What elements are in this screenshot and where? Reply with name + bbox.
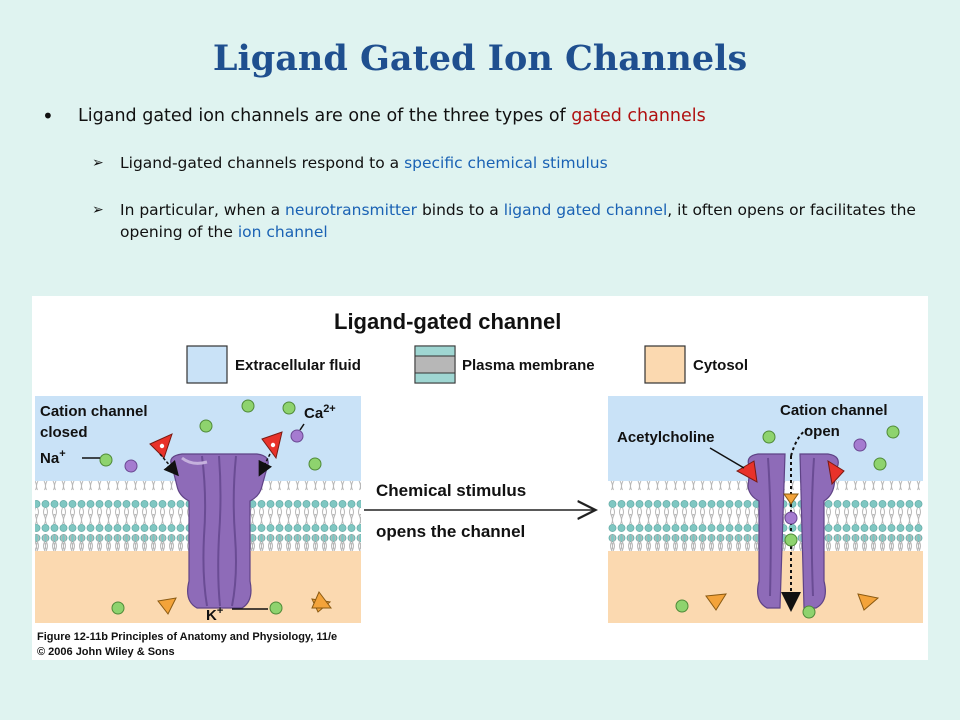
ligand-gated-channel-figure: Ligand-gated channel Extracellular fluid… (32, 296, 928, 660)
open-label-line1: Cation channel (780, 402, 888, 419)
open-channel-protein (747, 453, 839, 609)
legend-swatch-membrane (414, 345, 456, 384)
stimulus-arrow-group: Chemical stimulus opens the channel (364, 481, 594, 541)
ca-ion (124, 459, 138, 473)
k-ion-triangle (857, 593, 880, 611)
subpoint-2-segment: ligand gated channel (503, 201, 668, 219)
acetylcholine-leader-line (709, 447, 745, 469)
subpoint-2-segment: In particular, when a (120, 201, 286, 219)
k-ion (269, 601, 283, 615)
na-ion (282, 401, 296, 415)
ca-text: Ca (304, 405, 324, 422)
closed-label-line1: Cation channel (40, 403, 148, 420)
na-text: Na (40, 450, 60, 467)
figure-svg: Ligand-gated channel Extracellular fluid… (35, 309, 923, 658)
stimulus-line1: Chemical stimulus (376, 481, 526, 500)
subpoint-2-segment: neurotransmitter (285, 201, 418, 219)
na-charge: + (59, 448, 65, 460)
k-label: K+ (206, 605, 223, 624)
k-text: K (206, 607, 217, 624)
na-ion (873, 457, 887, 471)
subpoint-2-segment: binds to a (417, 201, 504, 219)
stimulus-line2: opens the channel (376, 522, 525, 541)
subpoint-2-segment: ion channel (237, 223, 328, 241)
subpoint-2-text: In particular, when a neurotransmitter b… (120, 199, 922, 243)
subpoint-2-segment: , it often opens or facilitates the open… (120, 201, 916, 241)
na-label: Na+ (40, 448, 66, 467)
ca-leader-line (299, 423, 305, 431)
subpoint-2: ➢ In particular, when a neurotransmitter… (92, 199, 922, 243)
na-ion-in-pore (784, 533, 798, 547)
na-ion (762, 430, 776, 444)
open-channel-panel: Cation channel open Acetylcholine (608, 396, 923, 623)
legend-label-membrane: Plasma membrane (462, 357, 595, 374)
acetylcholine-ligand-left-1 (149, 433, 179, 477)
k-ion-triangle (157, 597, 177, 615)
arrow-bullet-icon: ➢ (92, 202, 104, 218)
figure-caption: Figure 12-11b Principles of Anatomy and … (37, 631, 337, 643)
legend: Extracellular fluid Plasma membrane Cyto… (186, 345, 748, 384)
k-ion (111, 601, 125, 615)
k-charge: + (217, 605, 223, 617)
na-ion (199, 419, 213, 433)
ca-ion (853, 438, 867, 452)
legend-swatch-extracellular (186, 345, 228, 384)
main-bullet-text: Ligand gated ion channels are one of the… (78, 106, 706, 126)
k-ion (675, 599, 689, 613)
na-ion (241, 399, 255, 413)
closed-label-line2: closed (40, 424, 88, 441)
legend-swatch-cytosol (644, 345, 686, 384)
legend-label-extracellular: Extracellular fluid (235, 357, 361, 374)
closed-channel-panel: Cation channel closed Na+ Ca2+ K+ (35, 396, 361, 624)
closed-channel-protein (170, 453, 269, 609)
bound-acetylcholine-1 (735, 460, 758, 483)
subpoint-1-segment: Ligand-gated channels respond to a (120, 154, 405, 172)
ca-ion-in-pore (784, 511, 798, 525)
open-label-line2: open (804, 423, 840, 440)
bullet-text: Ligand gated ion channels are one of the… (78, 106, 572, 126)
ion-flow-arrow-top (790, 427, 810, 457)
subpoint-1-text: Ligand-gated channels respond to a speci… (120, 152, 922, 174)
slide-title: Ligand Gated Ion Channels (212, 38, 748, 79)
subpoint-1: ➢ Ligand-gated channels respond to a spe… (92, 152, 922, 174)
arrow-bullet-icon: ➢ (92, 155, 104, 171)
acetylcholine-label: Acetylcholine (617, 429, 715, 446)
k-ion-triangle (705, 593, 727, 611)
na-ion (886, 425, 900, 439)
acetylcholine-ligand-left-2 (258, 431, 283, 477)
legend-label-cytosol: Cytosol (693, 357, 748, 374)
na-ion (99, 453, 113, 467)
k-ion (802, 605, 816, 619)
bullet-highlight: gated channels (571, 106, 706, 126)
subpoint-1-segment: specific chemical stimulus (404, 154, 608, 172)
bound-acetylcholine-2 (827, 459, 845, 486)
figure-copyright: © 2006 John Wiley & Sons (37, 646, 175, 658)
main-bullet: • Ligand gated ion channels are one of t… (42, 104, 922, 128)
k-ion-in-pore (783, 493, 799, 505)
ca-label: Ca2+ (304, 403, 336, 422)
bullet-dot-icon: • (42, 104, 54, 128)
figure-title: Ligand-gated channel (334, 309, 561, 334)
ca-charge: 2+ (323, 403, 336, 415)
k-ion-triangle (311, 591, 332, 609)
na-ion (308, 457, 322, 471)
ca-ion (290, 429, 304, 443)
